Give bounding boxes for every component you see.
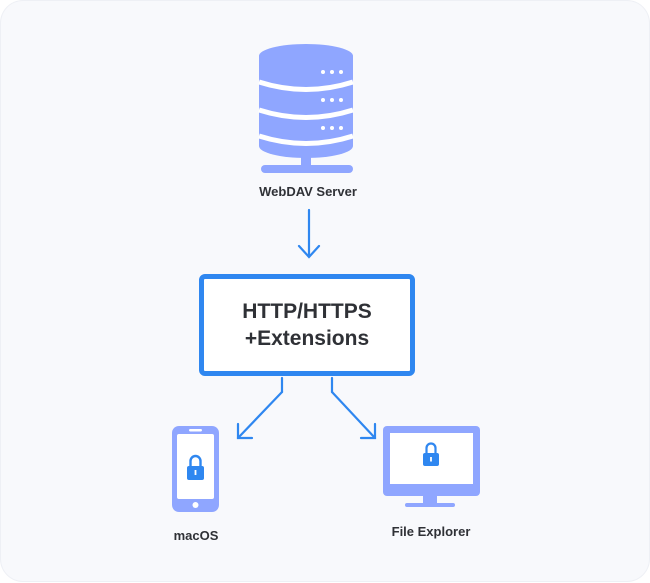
- smartphone-lock-icon: [172, 426, 219, 512]
- protocol-box: HTTP/HTTPS +Extensions: [199, 274, 415, 376]
- desktop-label: File Explorer: [391, 524, 471, 539]
- protocol-line-2: +Extensions: [244, 327, 370, 350]
- database-server-icon: [258, 44, 354, 173]
- monitor-lock-icon: [383, 426, 480, 507]
- arrow-server-to-protocol: [297, 208, 321, 259]
- protocol-line-1: HTTP/HTTPS: [242, 300, 372, 323]
- arrow-protocol-to-mobile: [236, 376, 284, 440]
- server-label: WebDAV Server: [259, 184, 357, 199]
- arrow-protocol-to-desktop: [330, 376, 377, 440]
- mobile-label: macOS: [173, 528, 219, 543]
